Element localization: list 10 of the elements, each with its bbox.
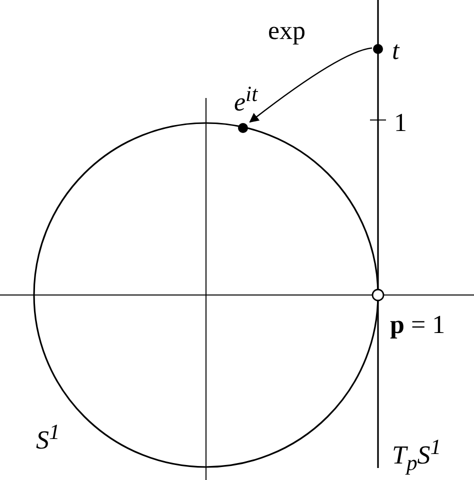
tick-label: 1 [394,110,407,136]
point-marker [373,44,383,54]
arrow [249,47,372,123]
point-label: e$^{it}$ [234,84,258,116]
point-label: p = 1 [390,312,446,338]
circle-label: S$^{1}$ [36,422,60,454]
tangent-space-label: T$_{p}$S$^{1}$ [392,437,442,475]
point-label: t [392,38,400,64]
edge-label: exp [268,18,306,44]
point-marker [238,123,248,133]
